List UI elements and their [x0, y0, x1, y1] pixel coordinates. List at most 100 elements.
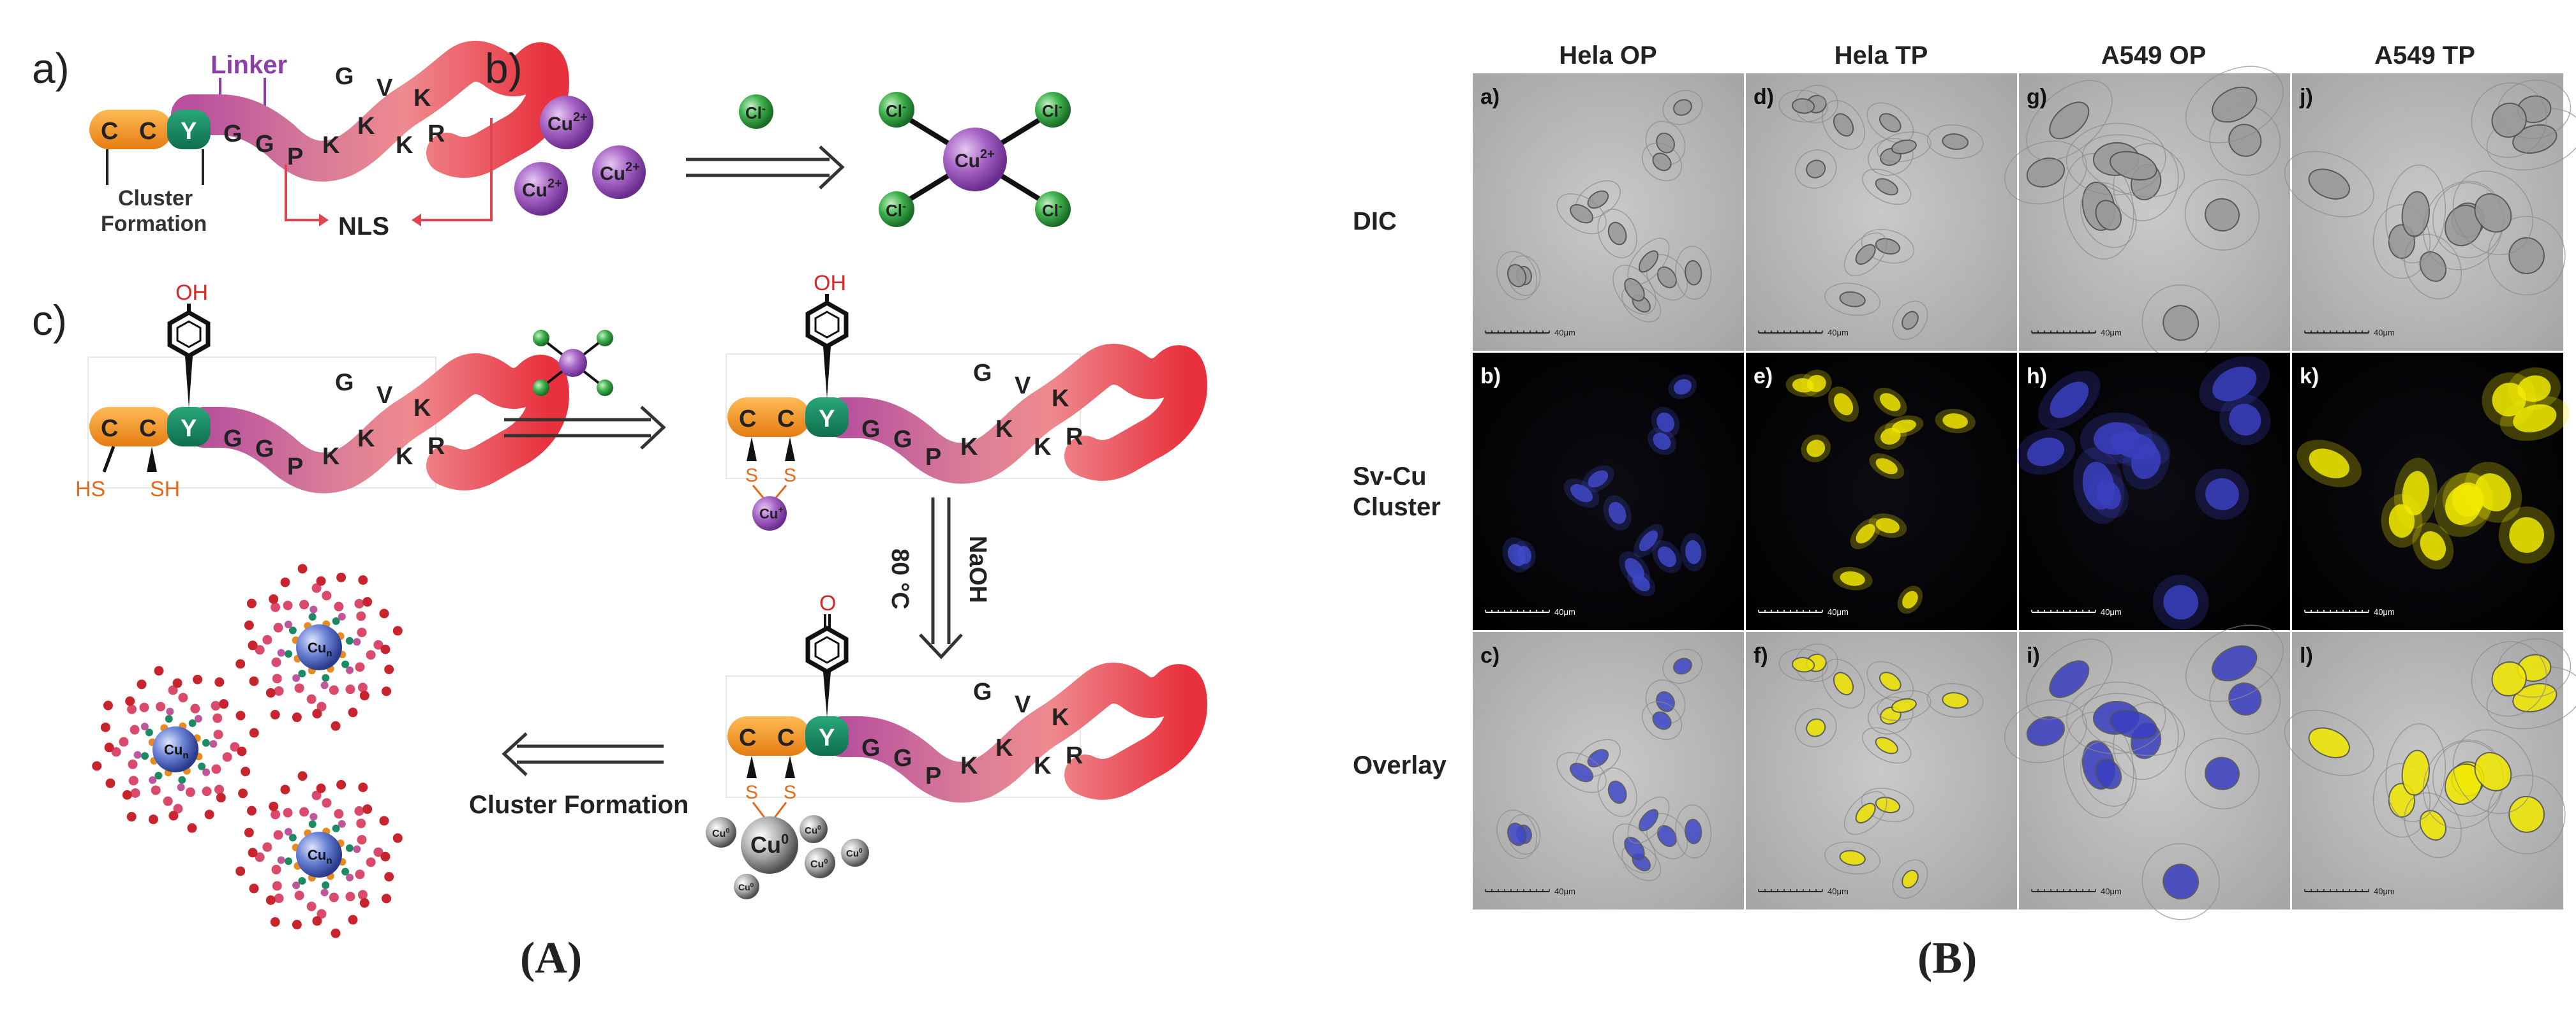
svg-text:G: G — [861, 735, 881, 762]
cu-ion-2 — [514, 162, 568, 216]
svg-text:HS: HS — [75, 477, 105, 501]
linker-label: Linker — [211, 51, 287, 79]
peptide-c1: C C Y G G P K K K R G V K OH HS SH — [75, 281, 569, 501]
col-header-2: A549 OP — [2101, 41, 2207, 70]
svg-text:C: C — [101, 415, 118, 442]
sub-label-c: c) — [32, 297, 67, 344]
central-copper — [943, 128, 1007, 191]
reaction-arrow-c1 — [504, 406, 666, 450]
scale-bar-label: 40μm — [1554, 328, 1575, 337]
svg-text:Cl-: Cl- — [1042, 200, 1062, 220]
cluster-core — [153, 726, 198, 772]
svg-text:S: S — [745, 782, 758, 803]
svg-text:Cu2+: Cu2+ — [600, 160, 640, 184]
tyr-block-a — [167, 110, 211, 149]
row-label-overlay: Overlay — [1353, 751, 1447, 779]
scale-bar-label: 40μm — [1828, 607, 1849, 617]
svg-text:Cu0: Cu0 — [810, 858, 828, 870]
scale-bar-label: 40μm — [2101, 887, 2122, 896]
cluster-formation-label-2: Formation — [101, 212, 207, 236]
micrograph-a: a) 40μm — [1473, 73, 1744, 351]
svg-text:R: R — [1066, 423, 1083, 450]
svg-text:G: G — [223, 425, 242, 452]
svg-text:Cl-: Cl- — [886, 200, 906, 220]
condition-temp: 80 °C — [886, 549, 913, 609]
svg-text:V: V — [376, 382, 393, 409]
res-a-2: Y — [181, 118, 197, 145]
svg-text:K: K — [396, 443, 413, 470]
svg-text:K: K — [1034, 753, 1052, 779]
svg-text:G: G — [893, 745, 912, 772]
svg-text:Y: Y — [819, 725, 835, 751]
res-a-6: K — [322, 132, 340, 159]
reduction-arrow — [919, 497, 963, 659]
micrograph-d: d)40μm — [1746, 73, 2017, 351]
svg-text:P: P — [925, 763, 941, 790]
svg-text:S: S — [784, 782, 796, 803]
caption-a: (A) — [520, 934, 582, 983]
cu-ion-3 — [592, 145, 646, 199]
svg-text:V: V — [1015, 691, 1031, 718]
panel-letter: g) — [2027, 85, 2047, 109]
svg-text:G: G — [893, 426, 912, 453]
panel-letter: b) — [1480, 364, 1501, 388]
scale-bar-label: 40μm — [2101, 328, 2122, 337]
panel-b: Hela OP Hela TP A549 OP A549 TP DIC Sv-C… — [1353, 41, 2576, 983]
svg-text:Y: Y — [181, 415, 197, 442]
svg-text:G: G — [335, 369, 354, 396]
svg-text:Cun: Cun — [308, 640, 332, 659]
svg-text:K: K — [1052, 704, 1069, 731]
cluster-formation-text: Cluster Formation — [469, 791, 689, 819]
svg-text:SH: SH — [150, 477, 180, 501]
svg-text:R: R — [1066, 742, 1083, 769]
svg-text:Cl-: Cl- — [745, 102, 766, 122]
svg-text:Cu0: Cu0 — [750, 831, 789, 858]
svg-text:K: K — [357, 425, 375, 452]
micrograph-c: c) 40μm — [1473, 632, 1744, 910]
cluster-formation-arrow — [502, 732, 664, 776]
svg-text:Cu0: Cu0 — [805, 825, 821, 836]
peptide-c3: C C Y G G P K K K R G V K O S S Cu — [706, 591, 1207, 899]
nls-label: NLS — [338, 212, 389, 240]
panel-letter: h) — [2027, 364, 2047, 388]
svg-text:OH: OH — [814, 271, 846, 295]
svg-text:G: G — [973, 679, 992, 705]
svg-text:V: V — [1015, 372, 1031, 399]
cluster-0: Cun — [92, 666, 259, 833]
cluster-formation-label-1: Cluster — [118, 186, 193, 210]
reaction-arrow-b — [686, 145, 845, 189]
svg-text:Cu0: Cu0 — [738, 882, 754, 892]
cluster-core — [296, 832, 342, 878]
svg-text:S: S — [745, 465, 758, 486]
micrograph-b: b)40μm — [1473, 353, 1744, 630]
micrograph-f: f)40μm — [1746, 632, 2017, 910]
scale-bar-label: 40μm — [2374, 607, 2395, 617]
peptide-a-tail — [171, 41, 569, 182]
panel-letter: i) — [2027, 644, 2040, 668]
svg-text:C: C — [739, 406, 756, 432]
scale-bar-label: 40μm — [1554, 887, 1575, 896]
svg-text:K: K — [960, 753, 978, 779]
panel-letter: f) — [1753, 644, 1768, 668]
panel-letter: a) — [1480, 85, 1500, 109]
svg-text:G: G — [861, 416, 881, 443]
svg-text:Cu0: Cu0 — [846, 848, 863, 859]
scale-bar-label: 40μm — [2374, 887, 2395, 896]
svg-text:Cl-: Cl- — [886, 100, 906, 121]
svg-text:Cun: Cun — [308, 847, 332, 866]
svg-text:Cu2+: Cu2+ — [547, 110, 588, 135]
col-header-0: Hela OP — [1559, 41, 1657, 70]
micrograph-k: k)40μm — [2292, 353, 2570, 630]
panel-letter: c) — [1480, 644, 1500, 668]
peptide-c2: C C Y G G P K K K R G V K OH S S Cu+ — [726, 271, 1207, 531]
cluster-core — [296, 624, 342, 670]
row-label-dic: DIC — [1353, 207, 1397, 235]
scale-bar-label: 40μm — [1828, 328, 1849, 337]
panel-a: a) Linker C C Y G G P K K K R G V K Cl — [32, 41, 1207, 983]
res-a-7: K — [357, 113, 375, 140]
cucl4-complex: Cu2+ Cl- Cl- Cl- Cl- — [879, 92, 1071, 227]
cluster-1: Cun — [235, 564, 403, 731]
condition-base: NaOH — [964, 536, 991, 603]
res-a-9: R — [428, 121, 445, 147]
